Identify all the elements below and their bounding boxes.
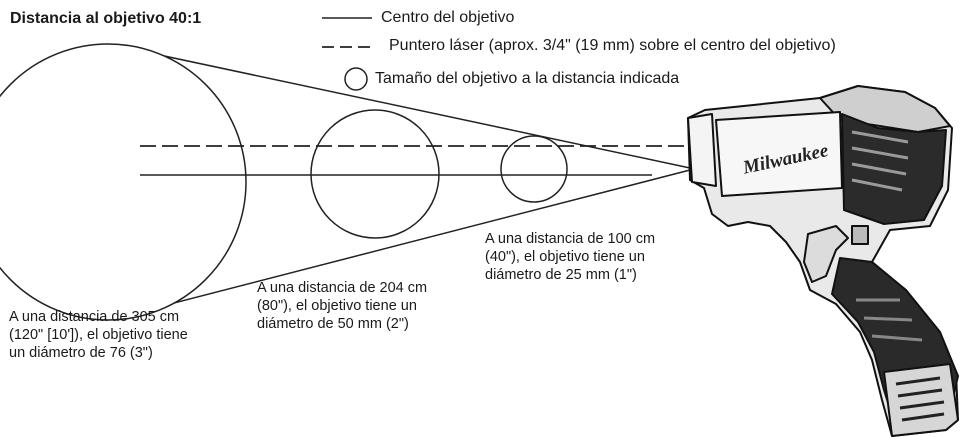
spot-circle-near <box>500 135 568 203</box>
thermometer-gun-icon <box>687 85 959 437</box>
near-distance-label: A una distancia de 100 cm (40"), el obje… <box>485 231 656 283</box>
spot-circle-mid <box>310 109 440 239</box>
cone-bottom-line <box>107 169 691 321</box>
far-distance-label: A una distancia de 305 cm (120" [10']), … <box>9 309 188 361</box>
legend-circle-label: Tamaño del objetivo a la distancia indic… <box>375 70 680 87</box>
spot-circle-far <box>0 43 247 321</box>
legend-circle-mark <box>344 67 368 91</box>
mid-distance-label: A una distancia de 204 cm (80"), el obje… <box>257 280 428 332</box>
legend-laser-line-label: Puntero láser (aprox. 3/4" (19 mm) sobre… <box>389 37 836 54</box>
legend-center-line-label: Centro del objetivo <box>381 9 515 26</box>
cone-top-line <box>107 43 691 169</box>
diagram-title: Distancia al objetivo 40:1 <box>10 10 202 27</box>
